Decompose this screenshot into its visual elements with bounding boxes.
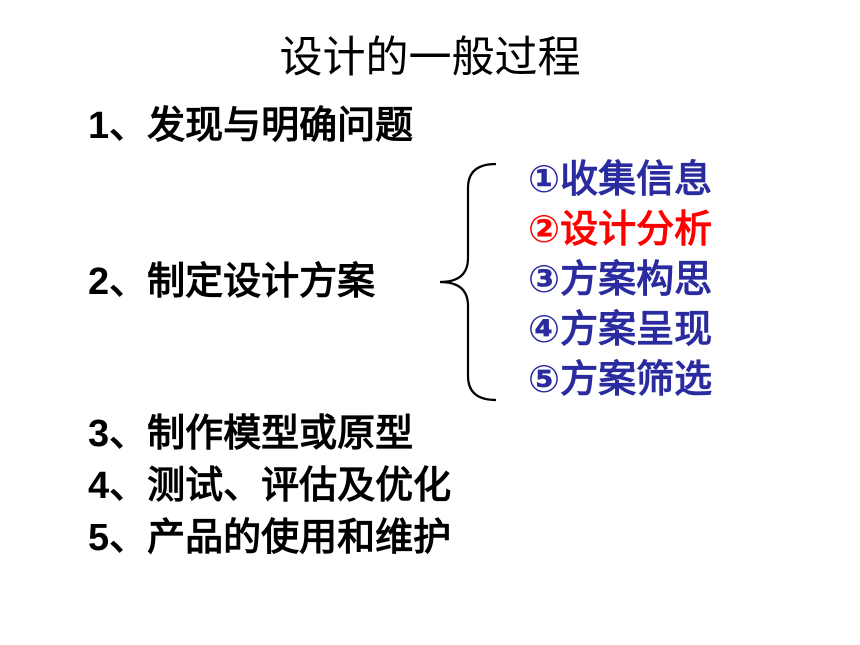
step-4: 4、测试、评估及优化 (88, 460, 451, 511)
step-5: 5、产品的使用和维护 (88, 512, 451, 563)
substep-5: ⑤方案筛选 (528, 357, 713, 401)
step-number: 3 (88, 413, 110, 455)
step-2: 2、制定设计方案 (88, 256, 375, 307)
step-1: 1、发现与明确问题 (88, 100, 413, 151)
step-text: 、产品的使用和维护 (109, 515, 452, 559)
slide-title: 设计的一般过程 (279, 33, 581, 83)
step-number: 4 (88, 465, 110, 507)
substep-3: ③方案构思 (528, 257, 713, 301)
step-number: 5 (88, 517, 110, 559)
step-text: 、发现与明确问题 (109, 103, 414, 147)
step-text: 、测试、评估及优化 (109, 463, 452, 507)
curly-brace-icon (439, 162, 497, 402)
step-text: 、制作模型或原型 (109, 411, 414, 455)
step-text: 、制定设计方案 (109, 259, 376, 303)
step-number: 1 (88, 105, 110, 147)
substep-4: ④方案呈现 (528, 307, 713, 351)
step-number: 2 (88, 261, 110, 303)
substep-2: ②设计分析 (528, 207, 713, 251)
step-3: 3、制作模型或原型 (88, 408, 413, 459)
substep-1: ①收集信息 (528, 157, 713, 201)
